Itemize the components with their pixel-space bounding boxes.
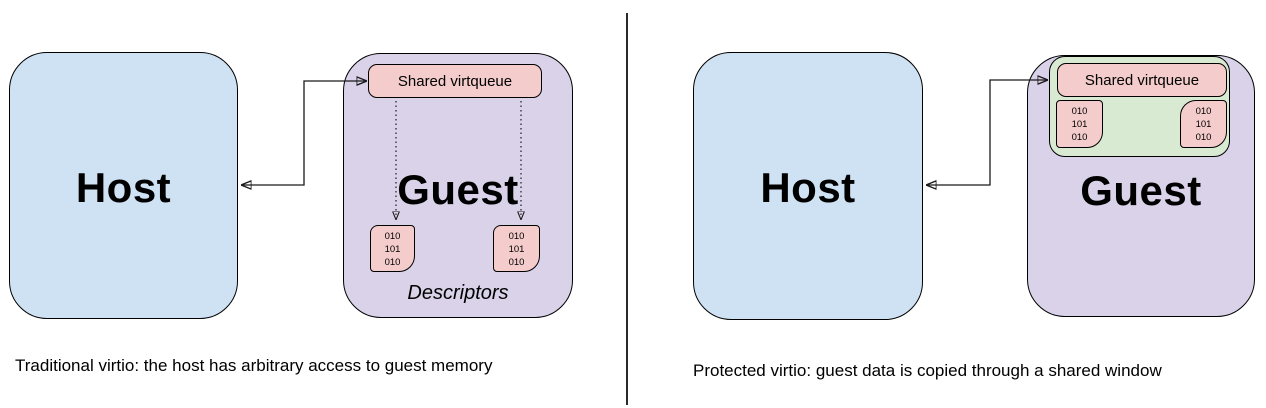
host-label-protected: Host: [760, 164, 856, 211]
window-memory-box-1: 010 101 010: [1056, 100, 1103, 148]
descriptors-label: Descriptors: [407, 282, 509, 304]
caption-traditional-virtio: Traditional virtio: the host has arbitra…: [15, 356, 493, 375]
shared-virtqueue-box-traditional: Shared virtqueue: [368, 64, 542, 98]
host-box-protected: [693, 52, 923, 320]
descriptor-memory-box-2: 010 101 010: [493, 225, 540, 272]
host-label-traditional: Host: [75, 164, 172, 211]
host-box-traditional: [9, 52, 238, 319]
shared-virtqueue-label-traditional: Shared virtqueue: [397, 72, 513, 90]
descriptor-memory-box-1: 010 101 010: [370, 225, 415, 272]
guest-label-traditional: Guest: [397, 166, 519, 213]
window-memory-box-2: 010 101 010: [1180, 100, 1227, 148]
shared-virtqueue-label-protected: Shared virtqueue: [1084, 71, 1200, 89]
guest-label-protected: Guest: [1080, 167, 1202, 214]
shared-virtqueue-box-protected: Shared virtqueue: [1057, 63, 1227, 97]
panel-divider-line: [626, 13, 628, 405]
caption-protected-virtio: Protected virtio: guest data is copied t…: [693, 361, 1162, 380]
